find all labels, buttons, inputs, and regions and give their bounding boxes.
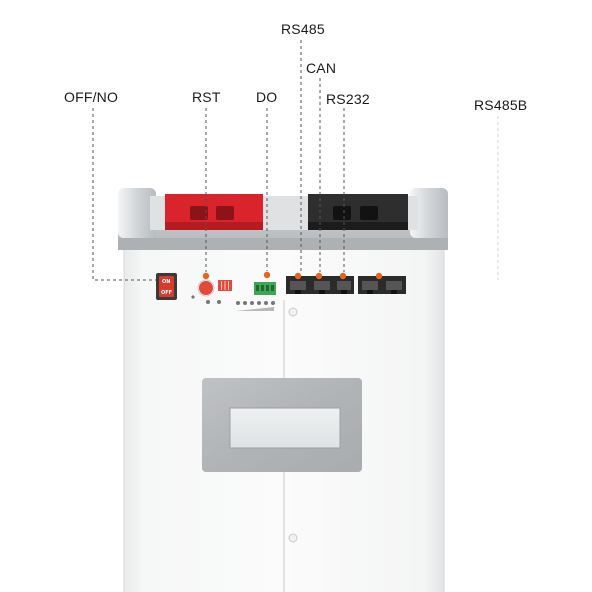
indicator-do — [263, 271, 271, 279]
alarm-indicator — [217, 300, 221, 304]
positive-terminal-socket-1 — [190, 206, 208, 220]
callout-rs485: RS485 — [281, 21, 325, 37]
screw-upper — [288, 307, 298, 317]
callout-rs232: RS232 — [326, 91, 370, 107]
rj45-port-rs485b-2 — [382, 276, 406, 294]
screw-lower — [288, 533, 298, 543]
display-window — [229, 407, 341, 449]
reset-button — [199, 281, 213, 295]
handle-right — [410, 188, 448, 238]
status-led-4 — [257, 301, 261, 305]
rj45-port-rs485 — [286, 276, 310, 294]
callout-do: DO — [256, 89, 278, 105]
status-led-5 — [264, 301, 268, 305]
negative-terminal-shade — [308, 222, 408, 230]
status-led-6 — [271, 301, 275, 305]
negative-terminal-socket-2 — [360, 206, 378, 220]
top-cap — [118, 190, 448, 250]
callout-rst: RST — [192, 89, 221, 105]
indicator-rs485b — [375, 272, 383, 280]
do-connector-pin-3 — [266, 285, 269, 291]
positive-terminal-shade — [165, 222, 263, 230]
led-bar-wedge — [236, 307, 274, 311]
handle-left — [118, 188, 156, 238]
status-led-3 — [250, 301, 254, 305]
positive-terminal-socket-2 — [216, 206, 234, 220]
callout-can: CAN — [306, 60, 337, 76]
reset-button-ring — [197, 279, 215, 297]
indicator-can — [315, 272, 323, 280]
rj45-port-can — [310, 276, 334, 294]
address-indicator — [191, 295, 195, 299]
do-connector-pin-4 — [271, 285, 274, 291]
power-switch-rocker — [159, 276, 174, 297]
status-led-1 — [236, 301, 240, 305]
negative-terminal-socket-1 — [333, 206, 351, 220]
indicator-rs232 — [339, 272, 347, 280]
callout-rs485b: RS485B — [474, 97, 528, 113]
indicator-rst — [202, 272, 210, 280]
do-connector-pin-2 — [261, 285, 264, 291]
callout-off-no: OFF/NO — [64, 89, 119, 105]
switch-on-mark: ON — [162, 279, 171, 285]
rj45-port-rs485b-1 — [358, 276, 382, 294]
run-indicator — [206, 300, 210, 304]
do-connector — [254, 282, 276, 295]
indicator-rs485 — [294, 272, 302, 280]
top-cap-lip — [118, 238, 448, 250]
rj45-port-rs232 — [334, 276, 354, 294]
status-led-2 — [243, 301, 247, 305]
do-connector-pin-1 — [256, 285, 259, 291]
switch-off-mark: OFF — [161, 290, 173, 296]
